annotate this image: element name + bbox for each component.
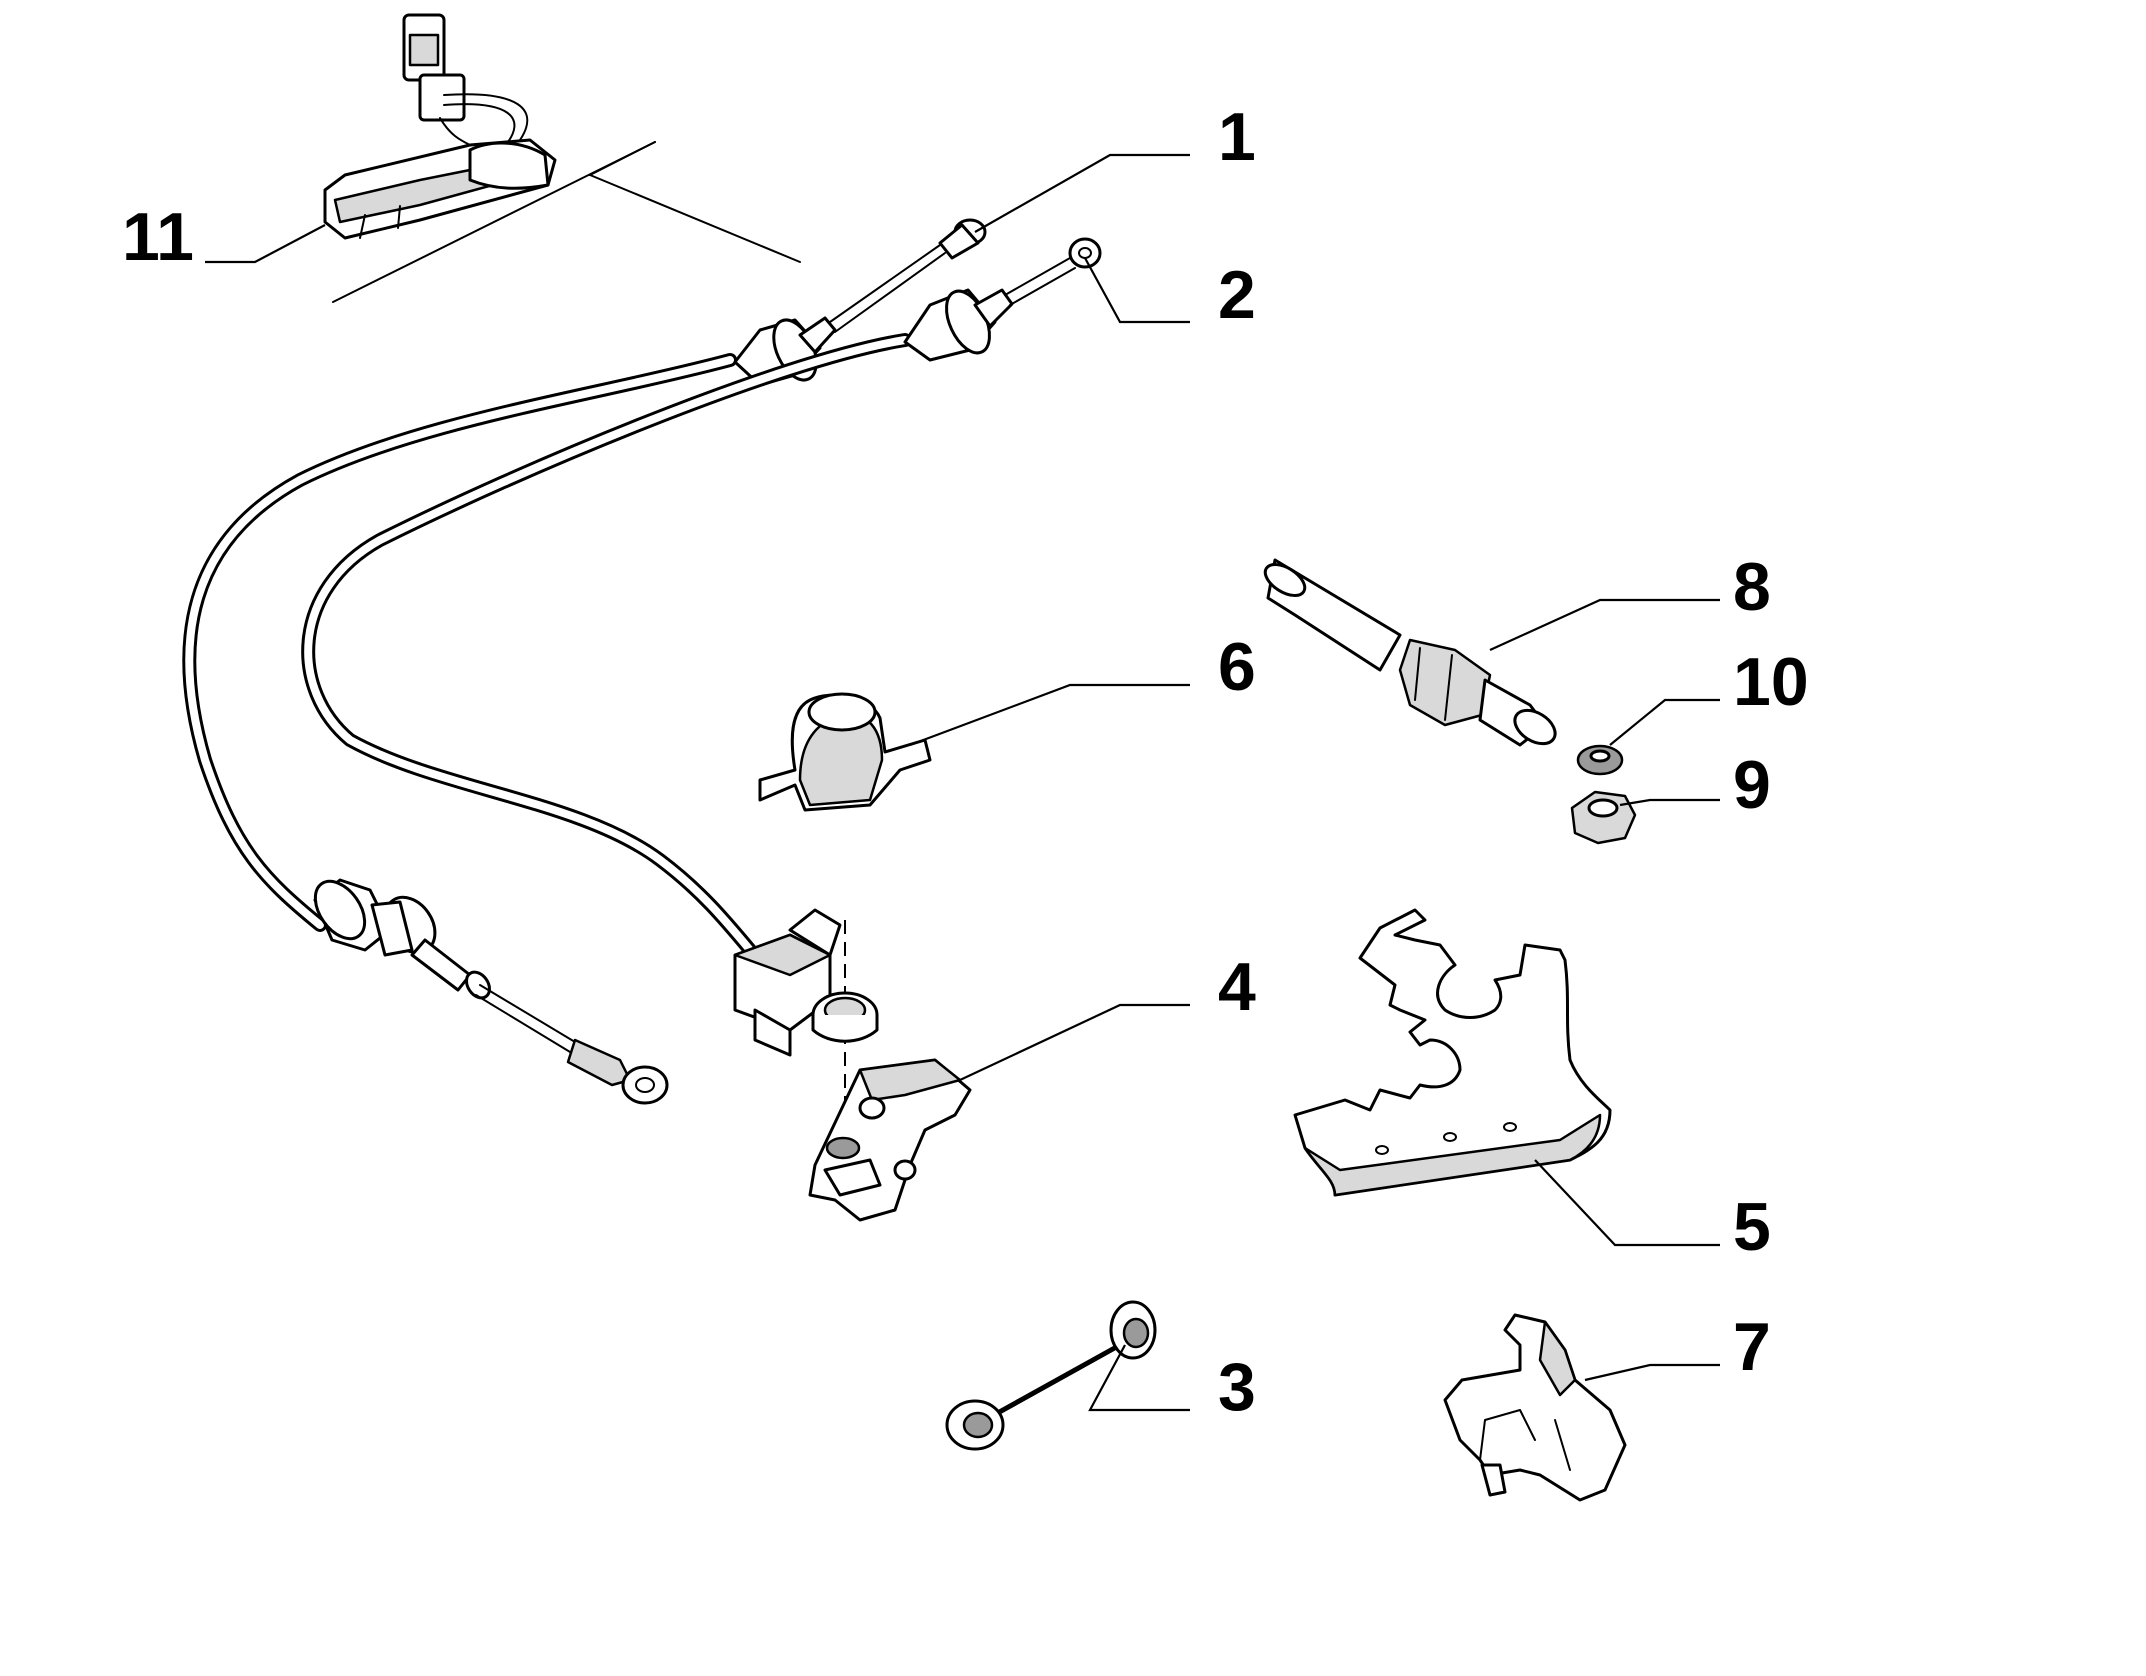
callout-10: 10 [1733,644,1809,720]
callout-8: 8 [1733,549,1771,625]
part-8-stud-pin [1263,558,1557,747]
part-3-link-rod [945,1300,1157,1451]
grommet [811,920,879,1180]
callout-2: 2 [1218,257,1256,333]
part-6-rubber-boot [758,692,932,812]
callout-labels: 1 2 3 4 5 6 7 8 9 10 11 [122,99,1809,1425]
part-9-nut [1570,790,1637,845]
callout-3: 3 [1218,1349,1256,1425]
part-5-mounting-plate [1293,908,1612,1197]
part-10-washer [1576,744,1624,776]
callout-7: 7 [1733,1309,1771,1385]
callout-4: 4 [1218,949,1256,1025]
part-2-cable [301,237,1102,1057]
part-11-sensor-switch [323,13,801,303]
callout-1: 1 [1218,99,1256,175]
callout-5: 5 [1733,1189,1771,1265]
callout-6: 6 [1218,629,1256,705]
part-7-clip [1443,1313,1627,1502]
part-1-cable [182,218,987,1105]
leader-lines [205,153,1720,1412]
callout-9: 9 [1733,747,1771,823]
callout-11: 11 [122,199,194,275]
part-4-bracket [808,1058,972,1222]
